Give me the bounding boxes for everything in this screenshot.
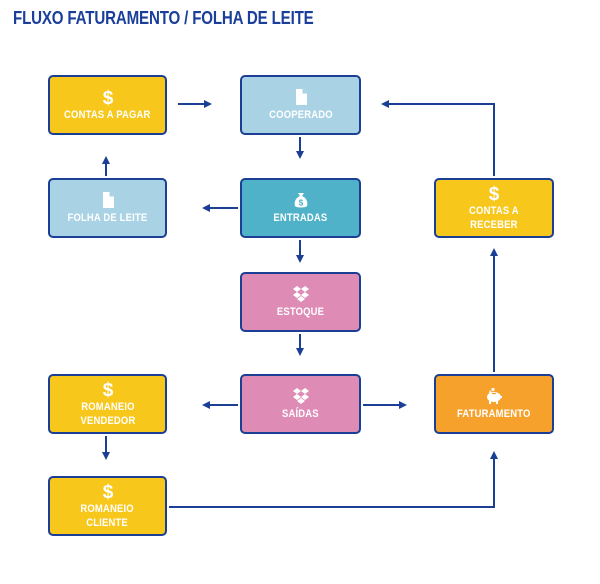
- node-label: ROMANEIO CLIENTE: [80, 503, 135, 529]
- node-label: ENTRADAS: [273, 212, 328, 224]
- svg-text:$: $: [102, 88, 113, 106]
- node-estoque: ESTOQUE: [240, 272, 361, 332]
- node-label: FOLHA DE LEITE: [67, 212, 148, 224]
- svg-text:$: $: [102, 380, 113, 398]
- document-icon: [295, 89, 307, 105]
- svg-text:$: $: [489, 184, 500, 202]
- svg-text:$: $: [102, 482, 113, 500]
- node-label: COOPERADO: [268, 109, 333, 121]
- money-bag-icon: $: [294, 193, 307, 208]
- arrow-romaneio-cliente-to-faturamento: [169, 451, 498, 508]
- node-label: ROMANEIO VENDEDOR: [79, 401, 135, 427]
- node-faturamento: FATURAMENTO: [434, 374, 554, 434]
- page-title: FLUXO FATURAMENTO / FOLHA DE LEITE: [13, 8, 314, 28]
- node-label: ESTOQUE: [276, 306, 325, 318]
- node-label: CONTAS A RECEBER: [469, 205, 519, 231]
- dollar-icon: $: [102, 380, 113, 398]
- dollar-icon: $: [102, 482, 113, 500]
- dropbox-icon: [292, 388, 309, 404]
- node-entradas: $ ENTRADAS: [240, 178, 361, 238]
- dollar-icon: $: [102, 88, 113, 106]
- svg-text:$: $: [298, 199, 303, 208]
- dropbox-icon: [292, 286, 309, 302]
- node-saidas: SAÍDAS: [240, 374, 361, 434]
- node-romaneio-vendedor: $ ROMANEIO VENDEDOR: [48, 374, 167, 434]
- node-romaneio-cliente: $ ROMANEIO CLIENTE: [48, 476, 167, 536]
- node-folha-de-leite: FOLHA DE LEITE: [48, 178, 167, 238]
- node-cooperado: COOPERADO: [240, 75, 361, 135]
- node-label: SAÍDAS: [282, 408, 319, 420]
- arrow-contas-receber-to-cooperado: [381, 100, 495, 176]
- dollar-icon: $: [489, 184, 500, 202]
- node-label: CONTAS A PAGAR: [64, 109, 151, 121]
- piggy-bank-icon: [487, 387, 502, 404]
- node-contas-a-receber: $ CONTAS A RECEBER: [434, 178, 554, 238]
- document-icon: [102, 192, 114, 208]
- node-label: FATURAMENTO: [457, 408, 531, 420]
- node-contas-a-pagar: $ CONTAS A PAGAR: [48, 75, 167, 135]
